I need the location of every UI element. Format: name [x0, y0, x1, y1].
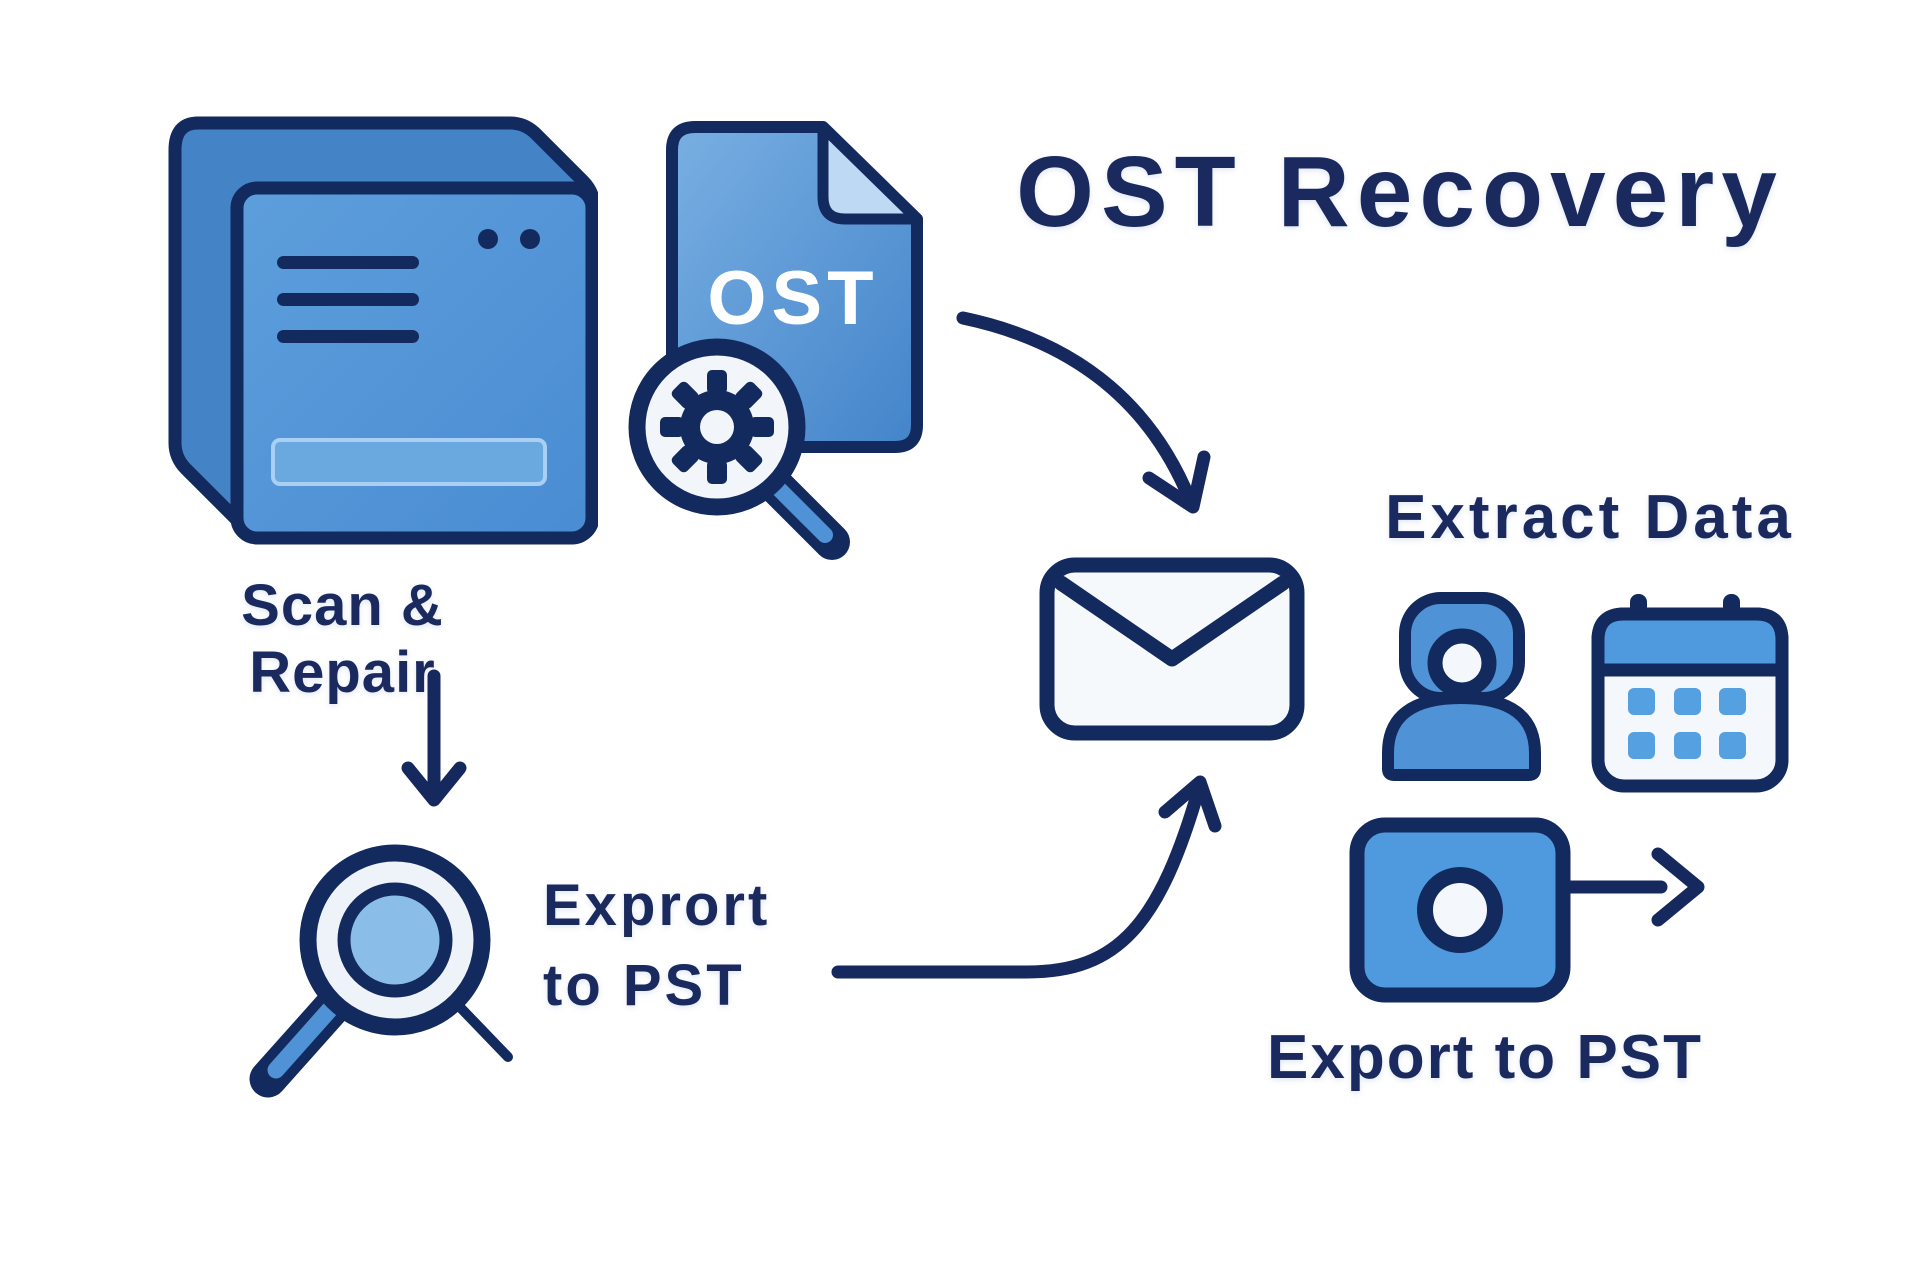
gear-icon [660, 370, 774, 484]
person-face-dot [1427, 628, 1497, 698]
calendar-header [1591, 607, 1789, 677]
magnifier-lens [337, 882, 453, 998]
export-to-pst-right-label: Export to PST [1267, 1023, 1703, 1092]
file-folded-corner [817, 121, 923, 225]
gear-magnifier-icon [628, 338, 850, 560]
export-card-icon [1349, 817, 1705, 1003]
scan-repair-label: Scan & Repair [241, 573, 444, 705]
calendar-icon [1591, 594, 1789, 793]
envelope-icon [1039, 557, 1305, 741]
box-line-3 [277, 330, 419, 343]
export-left-line1: Exprort [543, 873, 771, 938]
box-line-2 [277, 293, 419, 306]
calendar-day-cells [1628, 688, 1746, 759]
arrow-down-icon [401, 669, 467, 807]
extract-data-label: Extract Data [1385, 483, 1795, 552]
person-body [1382, 692, 1541, 781]
export-left-line2: to PST [543, 953, 745, 1019]
box-line-1 [277, 256, 419, 269]
file-badge-text: OST [707, 256, 878, 341]
envelope-body [1039, 557, 1305, 741]
export-to-pst-left-label: Exprort to PST [543, 866, 843, 1026]
envelope-flap [1053, 575, 1291, 667]
storage-box-icon [168, 116, 598, 545]
curved-arrow-down-right-icon [956, 311, 1211, 514]
magnifier-icon [249, 844, 513, 1098]
box-dot-1 [478, 229, 498, 249]
curved-arrow-up-right-icon [831, 775, 1222, 979]
export-card-dot [1417, 867, 1503, 953]
page-title: OST Recovery [1016, 136, 1784, 248]
box-dot-2 [520, 229, 540, 249]
box-slot [271, 438, 547, 486]
person-icon [1382, 592, 1541, 781]
